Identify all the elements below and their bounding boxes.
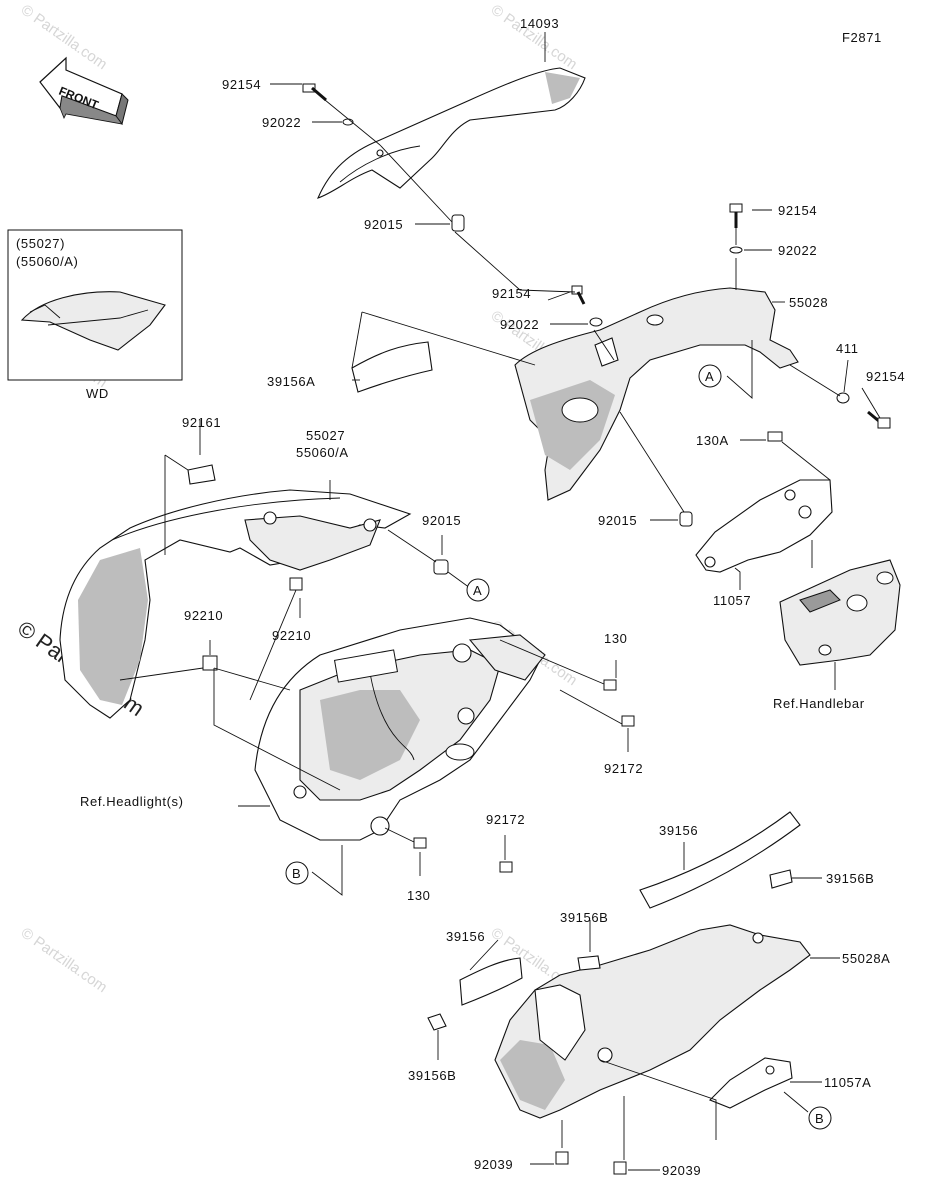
ref-circle-b: B — [292, 866, 301, 881]
part-label: 39156B — [826, 871, 874, 886]
ref-circle-b: B — [815, 1111, 824, 1126]
front-arrow-icon: FRONT — [39, 56, 129, 126]
part-label: 55060/A — [296, 445, 349, 460]
part-label: 130 — [407, 888, 431, 903]
part-label: 92022 — [500, 317, 539, 332]
bracket-11057 — [695, 479, 833, 573]
handlebar-clamp — [779, 559, 901, 666]
watermark: © Partzilla.com — [18, 924, 111, 996]
part-label: 39156A — [267, 374, 315, 389]
part-label: 92161 — [182, 415, 221, 430]
part-label: 39156 — [659, 823, 698, 838]
headlight-assembly — [254, 617, 546, 841]
part-label: 92154 — [866, 369, 905, 384]
part-label: 92210 — [184, 608, 223, 623]
part-label: 92154 — [778, 203, 817, 218]
part-label: 14093 — [520, 16, 559, 31]
part-label: 39156B — [560, 910, 608, 925]
foam-strips — [187, 341, 801, 1031]
inset-box: (55027) (55060/A) WD — [7, 229, 183, 401]
part-label: 92022 — [778, 243, 817, 258]
part-label: 130 — [604, 631, 628, 646]
part-label: 92015 — [598, 513, 637, 528]
ref-circle-a: A — [705, 369, 714, 384]
top-cover-14093 — [316, 67, 586, 199]
part-label: 92154 — [492, 286, 531, 301]
watermark: © Partzilla.com — [488, 1, 581, 73]
part-label: 11057 — [713, 593, 751, 608]
ref-label: Ref.Headlight(s) — [80, 794, 184, 809]
part-label: 11057A — [824, 1075, 871, 1090]
upper-bracket-55028 — [514, 287, 799, 501]
ref-circle-a: A — [473, 583, 482, 598]
ref-circles: A A B B — [285, 364, 832, 1130]
fasteners — [202, 83, 891, 1175]
part-label: 92015 — [364, 217, 403, 232]
part-labels: 14093 92154 92022 92015 92154 92022 9215… — [80, 16, 905, 1178]
leader-lines — [119, 32, 881, 1171]
part-label: 55028 — [789, 295, 828, 310]
part-label: 39156 — [446, 929, 485, 944]
inset-line1: (55027) — [16, 236, 65, 251]
ref-label: Ref.Handlebar — [773, 696, 865, 711]
part-label: 92172 — [486, 812, 525, 827]
inset-caption: WD — [86, 386, 109, 401]
main-cowl-55027 — [59, 489, 412, 719]
part-label: 92172 — [604, 761, 643, 776]
bracket-11057A — [709, 1057, 793, 1109]
inset-line2: (55060/A) — [16, 254, 79, 269]
part-label: 92015 — [422, 513, 461, 528]
part-label: 92039 — [474, 1157, 513, 1172]
part-label: 92210 — [272, 628, 311, 643]
lower-bracket-55028A — [494, 924, 811, 1119]
part-label: 55028A — [842, 951, 890, 966]
figure-code: F2871 — [842, 30, 882, 45]
part-label: 92039 — [662, 1163, 701, 1178]
part-label: 55027 — [306, 428, 345, 443]
part-label: 39156B — [408, 1068, 456, 1083]
part-label: 411 — [836, 341, 859, 356]
part-label: 130A — [696, 433, 729, 448]
part-label: 92154 — [222, 77, 261, 92]
part-label: 92022 — [262, 115, 301, 130]
